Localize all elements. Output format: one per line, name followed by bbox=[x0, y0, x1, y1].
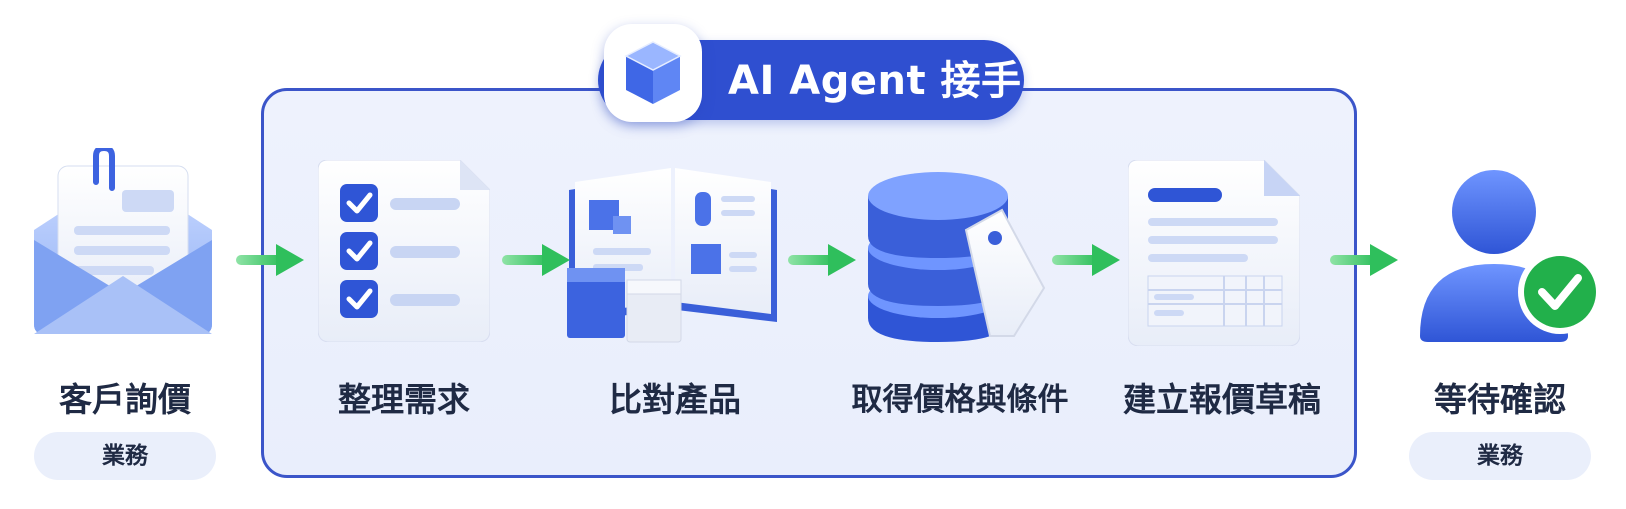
arrow-right-icon bbox=[788, 244, 856, 276]
cube-icon-badge bbox=[604, 24, 702, 122]
arrow-right-icon bbox=[1052, 244, 1120, 276]
arrow-right-icon bbox=[236, 244, 304, 276]
role-badge-sales: 業務 bbox=[34, 432, 216, 480]
arrow-right-icon bbox=[502, 244, 570, 276]
quote-document-icon bbox=[1128, 160, 1300, 346]
step-label-customer-inquiry: 客戶詢價 bbox=[59, 380, 191, 419]
checklist-icon bbox=[318, 160, 490, 342]
cube-icon bbox=[624, 41, 682, 104]
step-label-compare-products: 比對產品 bbox=[609, 380, 741, 419]
ai-agent-title: AI Agent 接手 bbox=[728, 58, 1022, 104]
step-label-organize-requirements: 整理需求 bbox=[338, 380, 470, 419]
envelope-document-icon bbox=[34, 148, 212, 334]
role-badge-sales: 業務 bbox=[1409, 432, 1591, 480]
step-label-await-confirmation: 等待確認 bbox=[1434, 380, 1566, 419]
step-label-get-price-terms: 取得價格與條件 bbox=[851, 382, 1069, 418]
product-catalog-icon bbox=[567, 168, 777, 343]
step-label-create-quote-draft: 建立報價草稿 bbox=[1123, 380, 1321, 419]
arrow-right-icon bbox=[1330, 244, 1398, 276]
user-check-icon bbox=[1420, 170, 1602, 342]
database-price-tag-icon bbox=[868, 172, 1046, 342]
